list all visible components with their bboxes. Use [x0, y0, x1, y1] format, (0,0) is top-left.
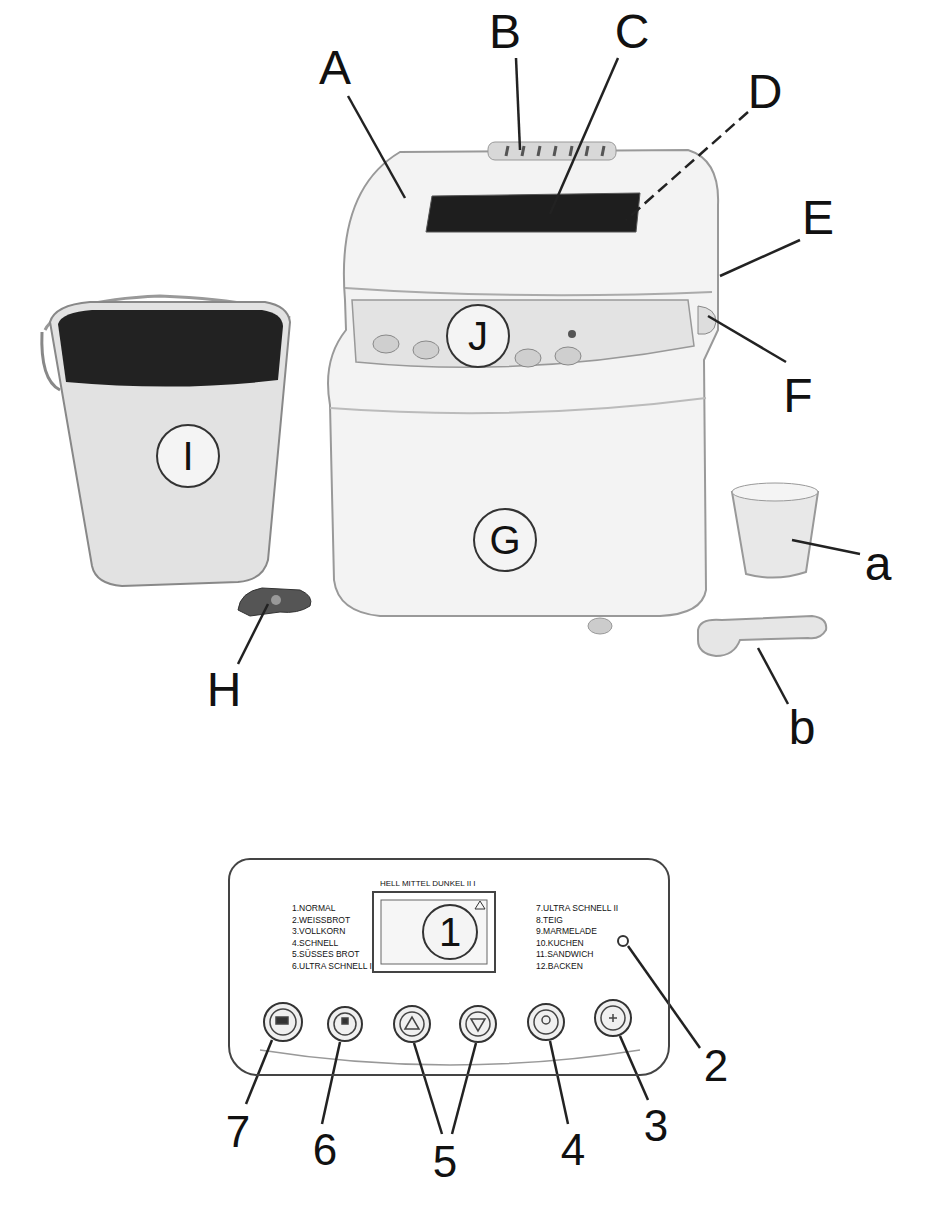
program-name: 5.SÜSSES BROT: [292, 950, 360, 959]
callout-label: B: [489, 8, 521, 56]
lid-seam: [345, 288, 712, 295]
circle-text: 1: [439, 912, 461, 952]
foot: [588, 618, 612, 634]
callout-label: F: [783, 372, 812, 420]
program-name: 12.BACKEN: [536, 962, 583, 971]
browning-scale: HELL MITTEL DUNKEL II I: [380, 880, 476, 888]
callout-label: 6: [313, 1128, 337, 1172]
vent: [488, 142, 616, 160]
circled-letter: G: [473, 508, 537, 572]
machine-led: [568, 330, 576, 338]
program-name: 7.ULTRA SCHNELL II: [536, 904, 618, 913]
paddle-hole: [271, 595, 281, 605]
machine-panel: [352, 300, 694, 367]
circled-letter: 1: [422, 904, 478, 960]
callout-label: 7: [226, 1110, 250, 1154]
cup-rim: [732, 483, 818, 501]
kneading-paddle: [238, 588, 311, 616]
callout-label: C: [615, 8, 650, 56]
program-name: 11.SANDWICH: [536, 950, 593, 959]
callout-label: 5: [433, 1140, 457, 1184]
window: [426, 193, 640, 232]
program-name: 2.WEISSBROT: [292, 916, 350, 925]
callout-label: a: [865, 540, 892, 588]
program-name: 3.VOLLKORN: [292, 927, 345, 936]
program-name: 1.NORMAL: [292, 904, 335, 913]
circled-letter: I: [156, 424, 220, 488]
callout-label: H: [207, 666, 242, 714]
callout-label: b: [789, 704, 816, 752]
control-panel: HELL MITTEL DUNKEL II I 1.NORMAL 2.WEISSBR…: [228, 858, 670, 1076]
led: [618, 936, 628, 946]
program-name: 4.SCHNELL: [292, 939, 338, 948]
callout-label: D: [748, 68, 783, 116]
buttons: [264, 1000, 631, 1042]
display-indicator: [475, 901, 485, 909]
program-name: 8.TEIG: [536, 916, 563, 925]
program-name: 10.KUCHEN: [536, 939, 584, 948]
callout-label: 4: [561, 1128, 585, 1172]
button-icons: [270, 1006, 625, 1036]
circle-text: G: [489, 520, 520, 560]
leader-lines: [238, 58, 860, 704]
callout-label: 3: [644, 1104, 668, 1148]
circle-text: J: [468, 316, 488, 356]
circle-text: I: [182, 436, 193, 476]
bread-pan: [50, 302, 290, 586]
leader-lines: [246, 946, 700, 1134]
callout-label: A: [319, 44, 351, 92]
pan-inside: [58, 310, 283, 387]
callout-label: 2: [704, 1044, 728, 1088]
display: [381, 900, 487, 964]
program-name: 6.ULTRA SCHNELL I: [292, 962, 372, 971]
measuring-spoon: [698, 616, 826, 656]
callout-label: E: [802, 194, 834, 242]
panel-curve: [260, 1050, 640, 1065]
body-seam: [330, 398, 706, 413]
circled-letter: J: [446, 304, 510, 368]
program-name: 9.MARMELADE: [536, 927, 597, 936]
display-frame: [373, 892, 495, 972]
machine-body: [328, 150, 718, 616]
